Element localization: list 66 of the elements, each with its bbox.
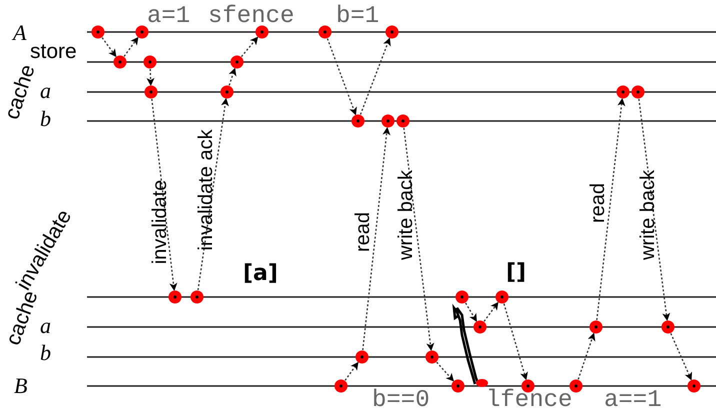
event-dot	[474, 320, 486, 334]
arrow	[596, 98, 626, 320]
arrow	[197, 98, 229, 290]
arrow	[240, 36, 258, 58]
arrow	[124, 36, 138, 57]
code-text: a==1	[604, 392, 662, 410]
arrow	[344, 362, 358, 381]
edge-label: read	[588, 182, 608, 224]
arrow	[638, 98, 670, 322]
event-dot	[632, 86, 644, 98]
event-dot	[144, 56, 156, 68]
event-dot	[426, 350, 438, 364]
event-dot	[386, 26, 398, 38]
arrow	[151, 98, 178, 292]
event-dot	[396, 114, 410, 128]
arrow	[670, 333, 692, 380]
handwritten-note: []	[506, 262, 526, 284]
event-dot	[168, 290, 182, 304]
event-dot	[616, 86, 630, 98]
edge-label: invalidate ack	[196, 129, 216, 251]
arrow	[102, 37, 116, 58]
arrow	[228, 68, 236, 86]
code-text: a=1	[147, 8, 190, 26]
row-label: store	[30, 41, 77, 62]
edge-label: write back	[396, 170, 416, 260]
row-label: a	[40, 80, 51, 102]
event-dot	[114, 56, 126, 68]
event-dot	[662, 320, 674, 334]
arrow	[360, 38, 391, 115]
arrow	[326, 38, 357, 116]
event-dot	[144, 86, 158, 98]
arrow	[578, 332, 596, 380]
event-dot	[496, 290, 508, 304]
arrow	[503, 304, 528, 380]
arrow	[403, 128, 434, 352]
event-dot	[136, 26, 148, 38]
event-dot	[382, 114, 394, 128]
row-label: b	[40, 108, 51, 130]
arrow	[484, 302, 498, 322]
edge-label: read	[353, 212, 373, 252]
arrow	[465, 302, 477, 322]
event-dot	[190, 290, 204, 304]
event-dot	[230, 56, 244, 68]
arrow	[436, 362, 454, 382]
event-dot	[356, 350, 368, 364]
event-dot	[256, 26, 268, 38]
arrow	[146, 68, 155, 86]
event-dot	[352, 114, 364, 128]
row-label: A	[13, 22, 26, 44]
row-label: cache	[1, 62, 39, 122]
event-dot	[452, 380, 464, 392]
row-label: B	[14, 375, 28, 397]
event-dot	[92, 26, 104, 38]
edge-label: write back	[638, 170, 658, 260]
event-dot	[590, 320, 602, 334]
event-dot	[334, 380, 348, 392]
row-label: a	[40, 315, 51, 337]
event-dot	[220, 86, 234, 98]
row-label: b	[40, 342, 51, 364]
edge-label: invalidate	[150, 180, 170, 264]
event-dot	[318, 26, 332, 38]
event-dot	[570, 380, 582, 392]
event-dot	[456, 290, 468, 304]
arrow	[362, 126, 390, 350]
handwritten-note: [a]	[243, 263, 278, 285]
event-dot	[688, 380, 700, 392]
